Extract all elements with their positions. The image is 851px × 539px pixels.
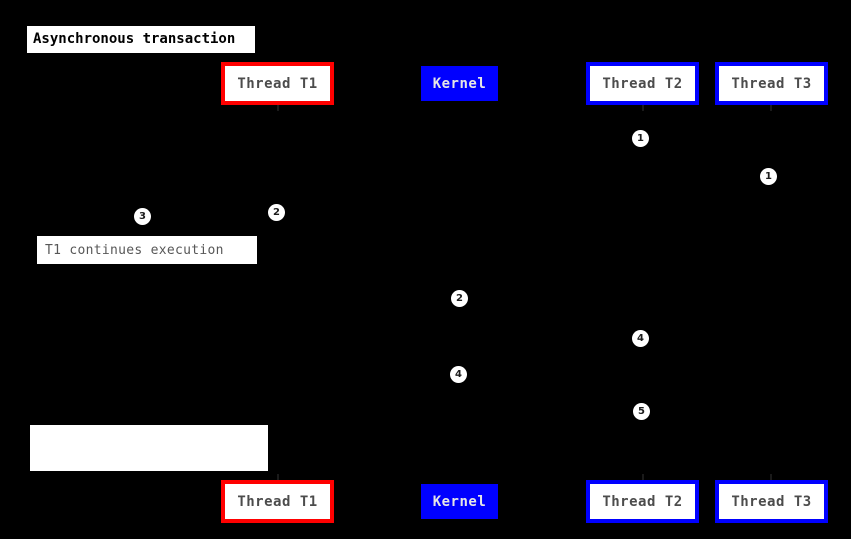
step-badge: 4 — [450, 366, 467, 383]
step-badge: 3 — [134, 208, 151, 225]
participant-thread-t1-bottom[interactable]: Thread T1 — [221, 480, 334, 523]
participant-thread-t2-top[interactable]: Thread T2 — [586, 62, 699, 105]
participant-thread-t1-top[interactable]: Thread T1 — [221, 62, 334, 105]
lifeline-stub — [642, 474, 644, 480]
participant-kernel-top[interactable]: Kernel — [421, 66, 498, 101]
participant-thread-t3-bottom[interactable]: Thread T3 — [715, 480, 828, 523]
t1-continues-note: T1 continues execution — [37, 236, 257, 264]
step-badge: 1 — [632, 130, 649, 147]
empty-note — [30, 425, 268, 471]
participant-thread-t3-top[interactable]: Thread T3 — [715, 62, 828, 105]
lifeline-stub — [277, 105, 279, 111]
participant-thread-t2-bottom[interactable]: Thread T2 — [586, 480, 699, 523]
step-badge: 2 — [451, 290, 468, 307]
lifeline-stub — [642, 105, 644, 111]
lifeline-stub — [277, 474, 279, 480]
lifeline-stub — [770, 474, 772, 480]
step-badge: 2 — [268, 204, 285, 221]
lifeline-stub — [770, 105, 772, 111]
step-badge: 5 — [633, 403, 650, 420]
step-badge: 4 — [632, 330, 649, 347]
participant-kernel-bottom[interactable]: Kernel — [421, 484, 498, 519]
title-note: Asynchronous transaction — [27, 26, 255, 53]
step-badge: 1 — [760, 168, 777, 185]
